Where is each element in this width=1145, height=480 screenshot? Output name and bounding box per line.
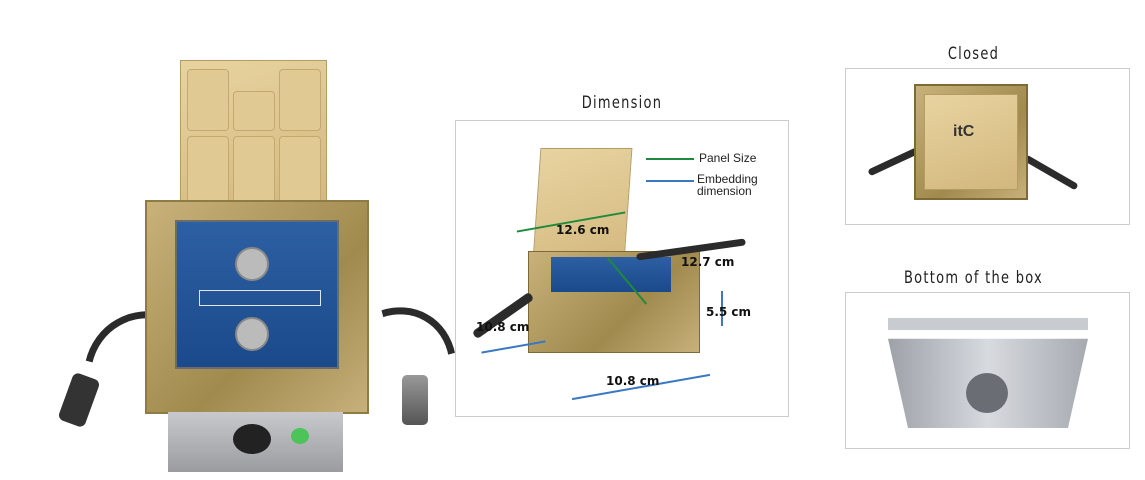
main-product-image [57,55,482,478]
bottom-frame [845,292,1130,449]
dim-height: 5.5 cm [706,305,752,319]
dim-panel-width: 12.6 cm [556,223,610,237]
dimension-frame: Panel Size Embedding dimension 12.6 cm 1… [455,120,789,417]
connector-right [402,375,428,425]
box-frame [145,200,369,414]
closed-box: itC [914,84,1028,200]
dimension-title: Dimension [581,93,663,113]
pcb-panel [175,220,339,369]
closed-title: Closed [947,44,1000,64]
bottom-title: Bottom of the box [903,268,1044,288]
box-body [168,412,343,472]
open-lid [180,60,327,217]
closed-frame: itC [845,68,1130,225]
itc-logo: itC [953,123,975,140]
legend-panel-size: Panel Size [699,151,757,165]
dim-panel-depth: 12.7 cm [681,255,735,269]
legend-embedding: Embedding dimension [697,172,758,198]
dim-embed-width: 10.8 cm [606,374,660,388]
bottom-box-image [888,338,1088,428]
dim-embed-depth: 10.8 cm [476,320,530,334]
